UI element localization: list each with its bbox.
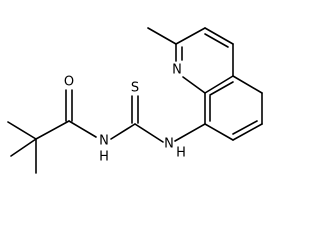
- bond-c8-c9: [204, 123, 234, 141]
- bond-c8a-n1: [182, 76, 206, 94]
- molecule-structure: O S N H N H N: [7, 27, 263, 174]
- amide-nitrogen-label: N: [99, 134, 109, 149]
- amine-hydrogen-label: H: [176, 146, 186, 161]
- bond-c4a-c8a-inner: [209, 81, 234, 96]
- bond-thiocarbon-nh: [134, 123, 164, 143]
- bond-nh-ring: [174, 123, 206, 142]
- bond-methyl-top: [7, 121, 37, 140]
- carbonyl-group: [65, 89, 97, 138]
- bond-carbonyl-nh: [68, 120, 97, 138]
- bond-methyl-left: [10, 138, 37, 157]
- thiourea-group: [110, 95, 206, 143]
- bond-c9-c10: [232, 123, 263, 141]
- bond-c9-c10-inner: [232, 120, 258, 135]
- bond-c3-c4-inner: [204, 33, 229, 48]
- bond-quaternary-carbonyl: [35, 120, 70, 140]
- oxygen-label: O: [64, 75, 74, 90]
- bond-c2-methyl: [147, 27, 177, 45]
- sulfur-label: S: [131, 81, 139, 96]
- amine-nitrogen-label: N: [164, 137, 174, 152]
- bond-c11-c4a: [232, 75, 263, 94]
- bond-c3-c4: [204, 27, 234, 45]
- pyridine-ring: [147, 27, 234, 94]
- benzo-ring: [204, 75, 263, 141]
- atom-labels: O S N H N H N: [64, 63, 186, 165]
- bond-c4a-c8a: [204, 75, 234, 94]
- bond-c2-c3: [175, 27, 206, 45]
- amide-hydrogen-label: H: [99, 150, 109, 165]
- tert-butyl-group: [7, 120, 70, 174]
- bond-nh-thiocarbon: [110, 123, 136, 140]
- structure-canvas: O S N H N H N: [7, 27, 263, 174]
- ring-nitrogen-label: N: [172, 63, 182, 78]
